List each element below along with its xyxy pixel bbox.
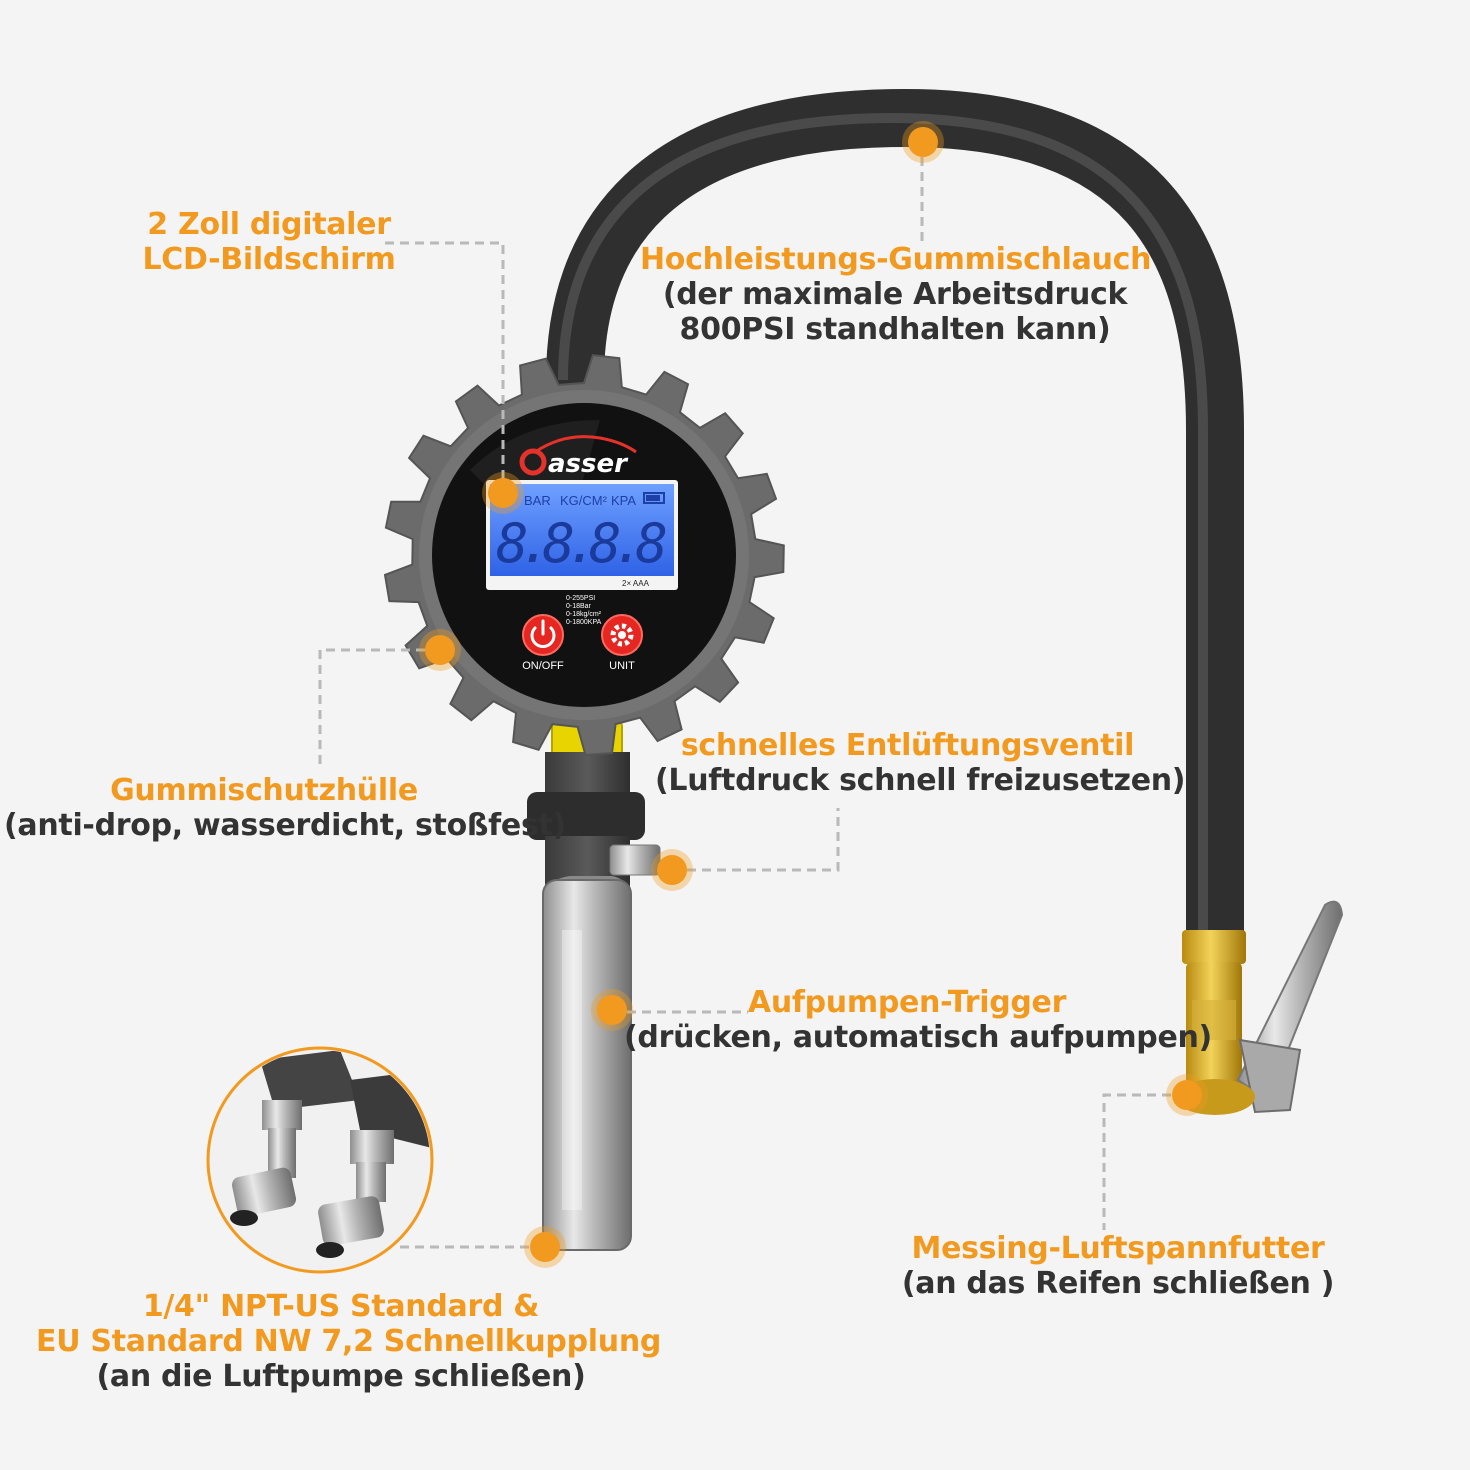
unit-button-label: UNIT xyxy=(609,660,635,672)
callout-cover: Gummischutzhülle (anti-drop, wasserdicht… xyxy=(4,773,566,844)
callout-cover-title: Gummischutzhülle xyxy=(110,773,418,808)
callout-chuck-title: Messing-Luftspannfutter xyxy=(911,1231,1325,1266)
callout-lcd-title-1: 2 Zoll digitaler xyxy=(147,207,391,242)
callout-valve: schnelles Entlüftungsventil (Luftdruck s… xyxy=(655,728,1186,799)
callout-chuck-sub: (an das Reifen schließen ) xyxy=(901,1265,1335,1301)
dot-chuck xyxy=(1172,1080,1202,1110)
hose-highlight xyxy=(558,112,1208,940)
range-bar: 0-18Bar xyxy=(566,603,592,610)
range-kpa: 0-1800KPA xyxy=(566,619,602,626)
dot-lcd xyxy=(488,478,518,508)
dot-coupler xyxy=(530,1232,560,1262)
callout-valve-title: schnelles Entlüftungsventil xyxy=(680,728,1135,763)
callout-coupler-title-1: 1/4" NPT-US Standard & xyxy=(142,1289,540,1324)
callout-trigger-sub: (drücken, automatisch aufpumpen) xyxy=(624,1019,1212,1055)
range-psi: 0-255PSI xyxy=(566,595,595,602)
leader-lines xyxy=(318,142,1186,1249)
logo-swoosh xyxy=(534,435,637,454)
callout-chuck: Messing-Luftspannfutter (an das Reifen s… xyxy=(890,1231,1346,1302)
power-icon xyxy=(530,619,556,648)
lcd-unit-kgcm: KG/CM² xyxy=(560,493,608,508)
battery-label: 2× AAA xyxy=(622,579,650,588)
lcd-unit-kpa: KPA xyxy=(611,493,636,508)
callout-hose-title: Hochleistungs-Gummischlauch xyxy=(640,242,1152,277)
gauge-handle xyxy=(527,721,661,1251)
callout-hose-sub-2: 800PSI standhalten kann) xyxy=(679,311,1111,347)
brand-logo: asser xyxy=(548,449,629,479)
callout-trigger: Aufpumpen-Trigger (drücken, automatisch … xyxy=(624,985,1212,1056)
callout-lcd-title-2: LCD-Bildschirm xyxy=(142,241,396,277)
dot-cover xyxy=(425,635,455,665)
gear-icon xyxy=(610,623,634,647)
callout-coupler: 1/4" NPT-US Standard & EU Standard NW 7,… xyxy=(36,1289,662,1394)
callout-coupler-sub: (an die Luftpumpe schließen) xyxy=(96,1358,586,1394)
callout-trigger-title: Aufpumpen-Trigger xyxy=(747,985,1067,1020)
callout-coupler-title-2: EU Standard NW 7,2 Schnellkupplung xyxy=(36,1323,662,1359)
callout-lcd: 2 Zoll digitaler LCD-Bildschirm xyxy=(140,207,398,278)
range-kgcm: 0-18kg/cm² xyxy=(566,611,602,618)
callout-valve-sub: (Luftdruck schnell freizusetzen) xyxy=(655,762,1186,798)
callout-cover-sub: (anti-drop, wasserdicht, stoßfest) xyxy=(4,807,566,843)
coupler-inset xyxy=(206,1046,434,1274)
power-button-label: ON/OFF xyxy=(522,660,564,672)
dot-valve xyxy=(657,855,687,885)
lcd-unit-bar: BAR xyxy=(524,493,551,508)
callout-hose-sub-1: (der maximale Arbeitsdruck xyxy=(662,276,1128,312)
brand-logo-o xyxy=(519,448,547,476)
lcd-digits: 8.8.8.8 xyxy=(496,512,668,575)
callout-hose: Hochleistungs-Gummischlauch (der maximal… xyxy=(640,242,1152,347)
dot-hose xyxy=(908,127,938,157)
callout-dots xyxy=(425,127,1202,1262)
dot-trigger xyxy=(597,995,627,1025)
